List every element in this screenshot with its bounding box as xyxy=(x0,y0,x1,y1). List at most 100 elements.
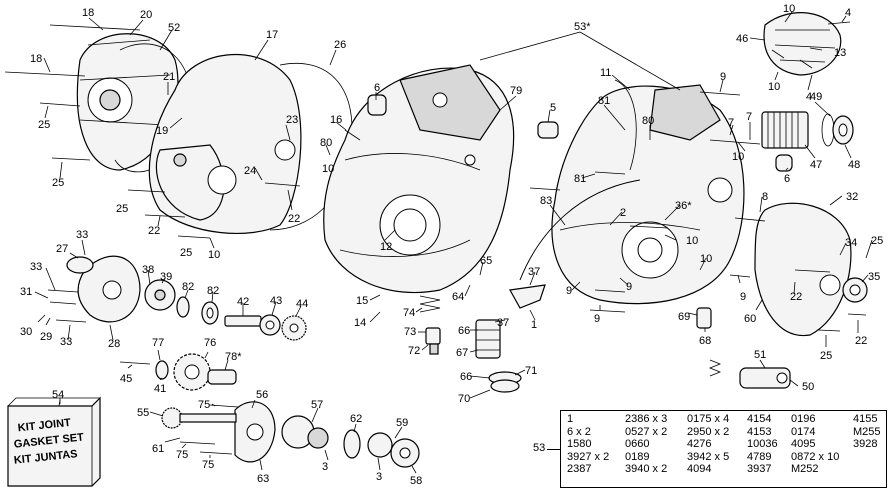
callout: 33 xyxy=(60,336,72,348)
oil-pump-gear xyxy=(161,407,183,429)
callout: 25 xyxy=(52,177,64,189)
callout: 10 xyxy=(322,163,334,175)
spring xyxy=(419,295,441,313)
gasket-table-cell: 0527 x 2 xyxy=(625,425,668,438)
callout: 81 xyxy=(598,95,610,107)
callout: 74 xyxy=(403,307,415,319)
callout: 82 xyxy=(182,281,194,293)
callout: 14 xyxy=(354,317,366,329)
oil-filter xyxy=(761,111,809,149)
callout: 66 xyxy=(460,371,472,383)
callout: 13 xyxy=(834,47,846,59)
callout: 50 xyxy=(802,381,814,393)
callout: 6 xyxy=(374,82,380,94)
callout: 77 xyxy=(152,337,164,349)
callout: 22 xyxy=(148,225,160,237)
gasket-table-cell: 3940 x 2 xyxy=(625,463,668,476)
callout: 9 xyxy=(720,71,726,83)
callout: 82 xyxy=(207,285,219,297)
callout: 83 xyxy=(540,195,552,207)
gasket-table-cell: 4153 xyxy=(747,425,772,438)
callout: 9 xyxy=(626,281,632,293)
callout: 32 xyxy=(846,191,858,203)
callout: 45 xyxy=(120,373,132,385)
callout: 42 xyxy=(237,296,249,308)
callout: 10 xyxy=(732,151,744,163)
callout: 57 xyxy=(311,399,323,411)
long-bolts xyxy=(4,24,141,77)
callout: 10 xyxy=(768,81,780,93)
gasket-table-cell: M255 xyxy=(853,425,881,438)
gasket-table-cell: 4155 xyxy=(853,413,878,425)
sleeves xyxy=(367,94,793,172)
gasket-table-label: 53 xyxy=(533,442,546,454)
gasket-table-cell: 1580 xyxy=(567,438,592,451)
callout: 70 xyxy=(458,393,470,405)
callout: 80 xyxy=(320,137,332,149)
callout: 12 xyxy=(380,241,392,253)
callout: 43 xyxy=(270,295,282,307)
gear-sleeve xyxy=(207,369,237,385)
gasket-table-cell: 3928 xyxy=(853,438,878,451)
center-gasket xyxy=(614,79,637,171)
callout: 25 xyxy=(38,119,50,131)
primary-gear xyxy=(173,353,211,391)
callout: 15 xyxy=(356,295,368,307)
callout: 64 xyxy=(452,291,464,303)
callout: 76 xyxy=(204,337,216,349)
callout: 34 xyxy=(845,237,857,249)
callout: 81 xyxy=(574,173,586,185)
callout: 66 xyxy=(458,325,470,337)
kit-label-fr: KIT JOINT xyxy=(17,417,71,435)
callout: 3 xyxy=(322,461,328,473)
callout: 65 xyxy=(480,255,492,267)
callout: 58 xyxy=(410,475,422,487)
gasket-table-cell: 4094 xyxy=(687,463,712,476)
callout: 21 xyxy=(163,71,175,83)
callout: 36* xyxy=(675,200,692,212)
callout: 9 xyxy=(566,285,572,297)
callout: 19 xyxy=(156,125,168,137)
callout: 33 xyxy=(30,261,42,273)
callout: 18 xyxy=(82,7,94,19)
callout: 75 xyxy=(198,399,210,411)
callout: 25 xyxy=(116,203,128,215)
callout: 49 xyxy=(810,91,822,103)
gasket-table-cell: 4095 xyxy=(791,438,816,451)
drain-plug xyxy=(425,327,441,355)
gasket-table-cell: 4276 xyxy=(687,438,712,451)
callout: 3 xyxy=(376,471,382,483)
gasket-table-cell: 1 xyxy=(567,413,574,425)
callout: 9 xyxy=(594,313,600,325)
callout: 52 xyxy=(168,22,180,34)
right-crankcase xyxy=(551,84,745,305)
callout: 7 xyxy=(746,111,752,123)
callout: 33 xyxy=(76,229,88,241)
oil-screen xyxy=(475,319,522,393)
callout: 55 xyxy=(137,407,149,419)
callout: 29 xyxy=(40,331,52,343)
callout: 71 xyxy=(525,365,537,377)
callout: 46 xyxy=(736,33,748,45)
callout: 11 xyxy=(600,67,611,79)
gasket-table-cell: 2950 x 2 xyxy=(687,425,730,438)
callout: 10 xyxy=(700,253,712,265)
callout: 68 xyxy=(699,335,711,347)
callout: 5 xyxy=(550,102,556,114)
gasket-table-cell: 0174 xyxy=(791,425,816,438)
callout: 75 xyxy=(176,449,188,461)
callout: 56 xyxy=(256,389,268,401)
pump-shaft xyxy=(224,315,262,327)
callout: 8 xyxy=(762,191,768,203)
callout: 62 xyxy=(350,413,362,425)
ignition-cover xyxy=(76,33,179,171)
breather-hose xyxy=(519,179,641,281)
gasket-table-leader xyxy=(547,449,560,450)
callout: 51 xyxy=(754,349,766,361)
callout: 31 xyxy=(20,286,32,298)
callout: 1 xyxy=(531,319,537,331)
callout: 22 xyxy=(790,291,802,303)
